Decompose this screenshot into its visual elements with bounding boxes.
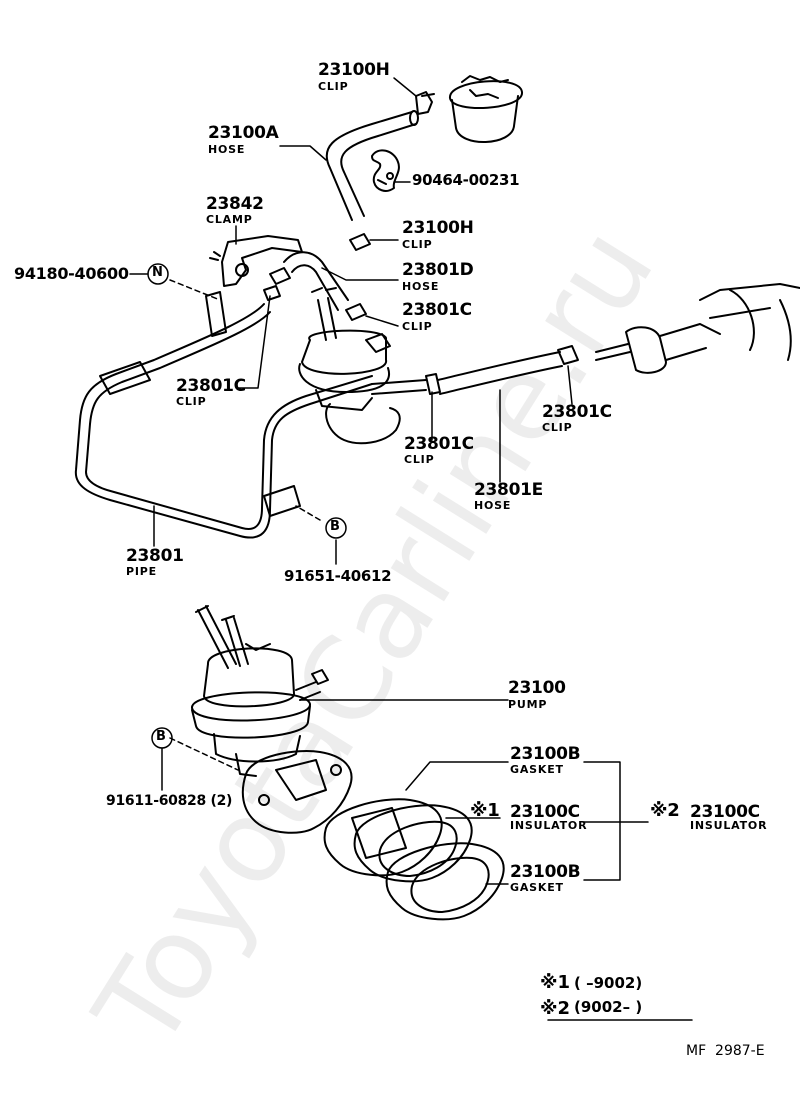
leader-lines: [129, 77, 693, 1021]
fuel-pump-23100: [190, 605, 329, 777]
clip-23801C-left: [263, 285, 281, 301]
callout-N: N: [152, 265, 163, 280]
part-name-23100: PUMP: [508, 698, 548, 711]
part-number-23100C-1: 23100C: [510, 802, 580, 822]
part-number-23842: 23842: [206, 194, 264, 214]
footnote-2-range: (9002– ): [574, 998, 643, 1016]
part-number-23801E: 23801E: [474, 480, 543, 500]
fuel-filter: [595, 283, 800, 374]
mark-2: ※2: [650, 800, 680, 821]
clip-23801C-pump: [345, 303, 367, 321]
part-name-23100B-bottom: GASKET: [510, 881, 564, 894]
part-name-23801E: HOSE: [474, 499, 512, 512]
part-number-91611-60828: 91611-60828 (2): [106, 793, 233, 809]
drawing-code: MF 2987-E: [686, 1043, 765, 1059]
hose-23100A: [325, 110, 419, 221]
pipe-23801: [74, 291, 373, 539]
part-number-23100H-mid: 23100H: [402, 218, 474, 238]
part-number-91651-40612: 91651-40612: [284, 567, 392, 585]
gasket-insulator-stack: [241, 750, 505, 921]
clip-23100H-top: [415, 91, 435, 115]
clip-23100H-mid: [349, 233, 371, 251]
part-name-23100C-1: INSULATOR: [510, 819, 588, 832]
part-name-23801C-mid: CLIP: [404, 453, 435, 466]
footnote-2-mark: ※2: [540, 998, 571, 1019]
part-number-23801: 23801: [126, 546, 184, 566]
bracket-90464-00231: [371, 149, 400, 192]
part-number-23100H-top: 23100H: [318, 60, 390, 80]
part-number-23801C-mid: 23801C: [404, 434, 474, 454]
part-name-23801: PIPE: [126, 565, 157, 578]
hose-23801E: [371, 345, 579, 395]
part-name-23100A: HOSE: [208, 143, 246, 156]
part-number-23100: 23100: [508, 678, 566, 698]
part-number-23100B-top: 23100B: [510, 744, 581, 764]
clamp-23842: [209, 235, 303, 287]
part-number-23801C-right: 23801C: [542, 402, 612, 422]
footnote-1-range: ( –9002): [574, 974, 643, 992]
part-name-23801D: HOSE: [402, 280, 440, 293]
part-number-23100B-bottom: 23100B: [510, 862, 581, 882]
part-name-23842: CLAMP: [206, 213, 253, 226]
part-number-23801D: 23801D: [402, 260, 474, 280]
part-name-23100B-top: GASKET: [510, 763, 564, 776]
callout-B-upper: B: [330, 519, 340, 534]
hose-23801D: [269, 251, 349, 311]
part-number-23801C-pump: 23801C: [402, 300, 472, 320]
fuel-pump-upper: [298, 287, 401, 445]
footnote-1-mark: ※1: [540, 972, 571, 993]
part-name-23100H-top: CLIP: [318, 80, 349, 93]
part-name-23801C-right: CLIP: [542, 421, 573, 434]
part-number-23100A: 23100A: [208, 123, 279, 143]
mark-1: ※1: [470, 800, 500, 821]
part-number-94180-40600: 94180-40600: [14, 264, 129, 283]
callout-circles: [147, 263, 347, 749]
part-number-23801C-left: 23801C: [176, 376, 246, 396]
part-name-23100H-mid: CLIP: [402, 238, 433, 251]
callout-B-lower: B: [156, 729, 166, 744]
part-number-90464-00231: 90464-00231: [412, 171, 520, 189]
carburetor-inlet: [448, 75, 524, 143]
part-name-23801C-left: CLIP: [176, 395, 207, 408]
part-name-23801C-pump: CLIP: [402, 320, 433, 333]
part-number-23100C-2: 23100C: [690, 802, 760, 822]
part-name-23100C-2: INSULATOR: [690, 819, 768, 832]
